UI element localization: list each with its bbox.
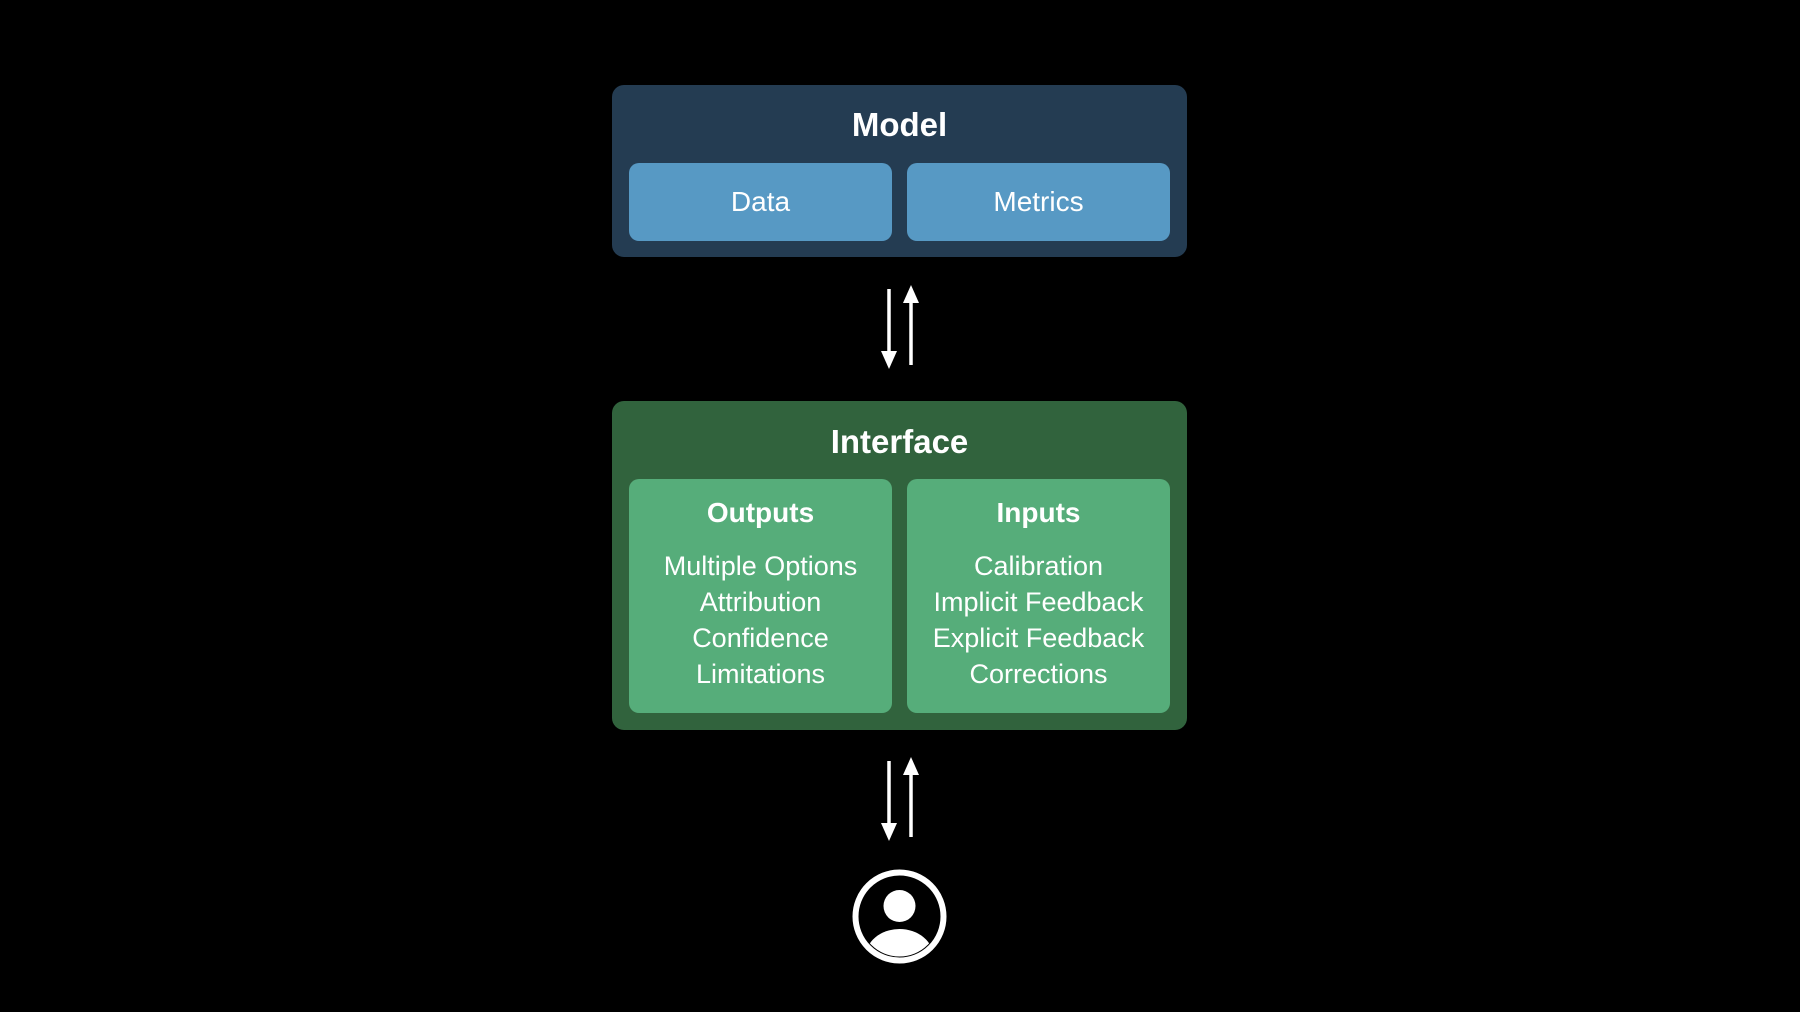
list-item: Confidence [692, 623, 829, 653]
outputs-box: Outputs Multiple Options Attribution Con… [629, 479, 892, 713]
metrics-box-label: Metrics [993, 186, 1084, 217]
inputs-list: Calibration Implicit Feedback Explicit F… [907, 548, 1170, 692]
inputs-heading: Inputs [996, 497, 1081, 528]
model-group: Model Data Metrics [612, 85, 1187, 257]
list-item: Explicit Feedback [932, 623, 1145, 653]
interface-group: Interface Outputs Multiple Options Attri… [612, 401, 1187, 730]
list-item: Calibration [973, 551, 1104, 581]
outputs-heading: Outputs [706, 497, 815, 528]
outputs-list: Multiple Options Attribution Confidence … [629, 548, 892, 692]
bidirectional-arrows-icon [881, 757, 919, 841]
interface-title: Interface [830, 423, 969, 460]
data-box-label: Data [730, 186, 791, 217]
list-item: Multiple Options [663, 551, 858, 581]
metrics-box: Metrics [907, 163, 1170, 241]
list-item: Implicit Feedback [933, 587, 1144, 617]
model-title: Model [851, 106, 948, 143]
user-icon [852, 869, 947, 964]
bidirectional-arrows-icon [881, 285, 919, 369]
list-item: Limitations [695, 659, 826, 689]
data-box: Data [629, 163, 892, 241]
list-item: Attribution [699, 587, 822, 617]
inputs-box: Inputs Calibration Implicit Feedback Exp… [907, 479, 1170, 713]
list-item: Corrections [969, 659, 1108, 689]
